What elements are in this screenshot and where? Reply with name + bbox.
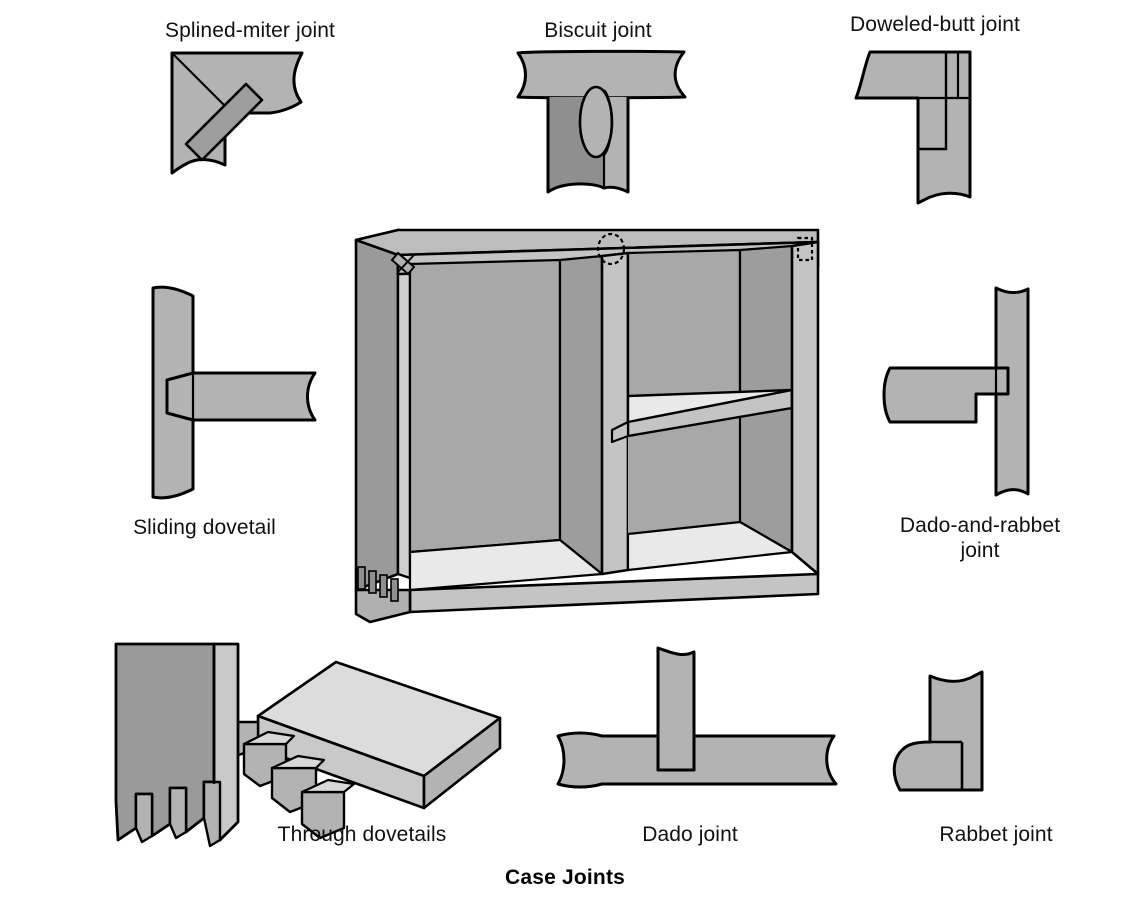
label-dado-and-rabbet: Dado-and-rabbet joint bbox=[899, 514, 1061, 562]
pinboard-left-face bbox=[114, 642, 216, 842]
carcass-back-left-bay bbox=[408, 258, 562, 554]
joint-doweled-butt bbox=[848, 45, 1078, 215]
label-sliding-dovetail: Sliding dovetail bbox=[133, 516, 276, 539]
doweled-butt-body bbox=[854, 50, 972, 205]
carcass-left-side-panel bbox=[354, 228, 400, 592]
label-splined-miter: Splined-miter joint bbox=[165, 19, 335, 42]
dado-vertical-board bbox=[656, 646, 696, 772]
carcass-right-side-panel bbox=[790, 240, 820, 576]
joint-biscuit bbox=[500, 45, 720, 195]
label-doweled-butt: Doweled-butt joint bbox=[850, 13, 1020, 36]
label-dado: Dado joint bbox=[642, 823, 738, 846]
spline-marker-key bbox=[390, 251, 416, 276]
label-rabbet: Rabbet joint bbox=[939, 823, 1053, 846]
spline-marker-diagonal bbox=[397, 254, 415, 273]
dovetail-pins-marker bbox=[357, 566, 399, 602]
pin-3 bbox=[202, 780, 222, 848]
carcass-left-front-edge bbox=[396, 228, 412, 580]
label-through-dovetails: Through dovetails bbox=[277, 823, 447, 846]
joint-dado bbox=[548, 642, 848, 812]
joint-dado-and-rabbet bbox=[872, 282, 1052, 507]
dado-rabbet-vertical-board bbox=[994, 286, 1030, 497]
pinboard-pins bbox=[134, 780, 222, 848]
sliding-dovetail-horizontal-board bbox=[165, 371, 317, 422]
case-carcass bbox=[340, 222, 840, 642]
carcass-left-bay-sidewall bbox=[558, 254, 604, 576]
biscuit-top-board bbox=[516, 49, 687, 100]
joint-sliding-dovetail bbox=[145, 280, 335, 505]
biscuit-marker bbox=[796, 236, 814, 262]
tailboard-right-end bbox=[422, 716, 502, 810]
tail-block-2-top bbox=[242, 730, 296, 746]
spline-marker bbox=[390, 251, 416, 276]
dado-groove-outline bbox=[656, 736, 696, 772]
rabbet-body bbox=[892, 670, 984, 792]
carcass-pin-3 bbox=[379, 574, 388, 598]
joint-rabbet bbox=[886, 668, 1086, 828]
figure-title: Case Joints bbox=[504, 866, 626, 889]
carcass-center-divider bbox=[600, 251, 630, 576]
carcass-pin-2 bbox=[368, 570, 377, 594]
carcass-top-panel bbox=[354, 228, 820, 257]
tail-block-4-top bbox=[300, 778, 356, 794]
spline-key bbox=[184, 82, 264, 162]
dowel-marker bbox=[596, 232, 626, 266]
carcass-shelf-nib bbox=[610, 420, 630, 444]
dowel-pin bbox=[918, 50, 948, 151]
carcass-back-right-bay-lower bbox=[628, 418, 740, 534]
joint-through-dovetails bbox=[108, 636, 508, 866]
carcass-pin-4 bbox=[390, 578, 399, 602]
label-biscuit: Biscuit joint bbox=[544, 19, 652, 42]
tailboard-tails bbox=[226, 720, 356, 840]
carcass-pin-1 bbox=[357, 566, 366, 590]
biscuit-oval bbox=[578, 85, 614, 159]
tail-block-3-top bbox=[270, 754, 326, 770]
dado-rabbet-horizontal-board bbox=[882, 366, 1010, 424]
biscuit-oval-inner bbox=[603, 89, 613, 156]
joint-splined-miter bbox=[150, 40, 410, 180]
pin-2 bbox=[168, 786, 188, 840]
splined-miter-seam bbox=[171, 52, 233, 114]
pin-1 bbox=[134, 792, 154, 844]
dado-horizontal-board bbox=[556, 731, 838, 789]
